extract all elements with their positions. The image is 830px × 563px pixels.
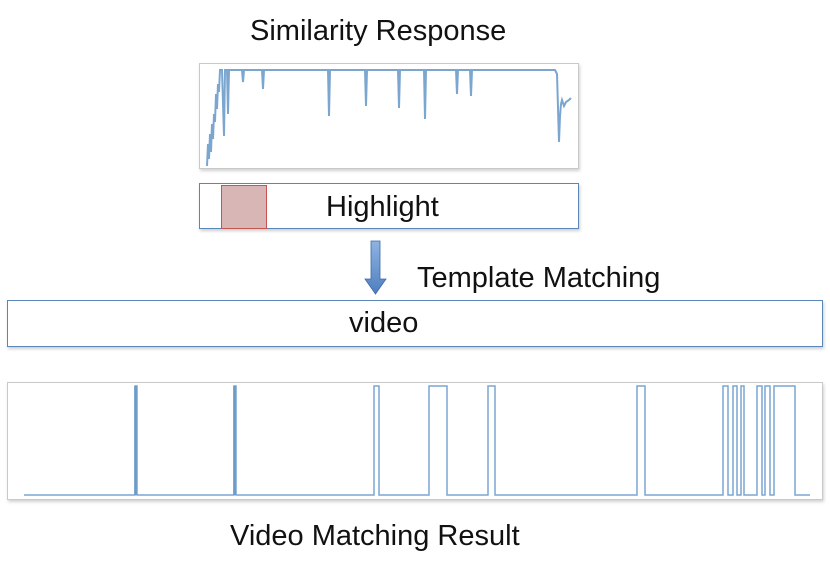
highlight-selection[interactable] (221, 185, 267, 229)
video-matching-signal (24, 385, 810, 496)
highlight-label: Highlight (326, 191, 439, 223)
highlight-bar: Highlight (199, 183, 579, 229)
video-matching-result-plot (7, 382, 823, 500)
template-matching-label: Template Matching (417, 262, 661, 294)
video-matching-result-title: Video Matching Result (230, 520, 520, 552)
video-bar: video (7, 300, 823, 347)
similarity-response-plot (199, 63, 579, 169)
similarity-response-signal (206, 69, 572, 167)
down-arrow-icon (364, 240, 387, 295)
similarity-response-title: Similarity Response (250, 15, 507, 47)
video-label: video (349, 307, 419, 339)
